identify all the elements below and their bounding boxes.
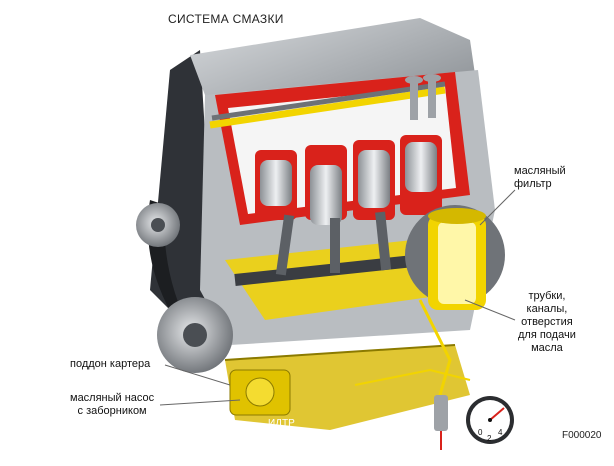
camshaft xyxy=(211,81,446,121)
label-oil-channels: трубки, каналы, отверстия для подачи мас… xyxy=(518,290,576,354)
oil-pump xyxy=(229,369,291,416)
connecting-rods xyxy=(275,211,392,276)
gauge-tick-0: 0 xyxy=(478,428,483,437)
leader-lines xyxy=(159,189,516,406)
diagram-title: СИСТЕМА СМАЗКИ xyxy=(168,12,284,26)
label-oil-pump: масляный насос с заборником xyxy=(70,392,155,417)
label-oil-filter: масляный фильтр xyxy=(514,165,566,190)
label-oil-sump: поддон картера xyxy=(70,358,151,370)
figure-code: F000020 xyxy=(562,430,602,441)
oil-line xyxy=(418,299,452,396)
valves xyxy=(405,74,441,120)
cylinders xyxy=(255,135,442,225)
oil-pressure-gauge xyxy=(466,396,514,444)
camshaft-oil-gallery xyxy=(209,86,446,129)
oil-pressure-sensor xyxy=(434,395,448,431)
gauge-tick-2: 2 xyxy=(487,434,492,443)
gauge-tick-4: 4 xyxy=(498,428,503,437)
watermark: ИДТР xyxy=(268,418,295,429)
oil-filter-assembly xyxy=(405,205,505,310)
